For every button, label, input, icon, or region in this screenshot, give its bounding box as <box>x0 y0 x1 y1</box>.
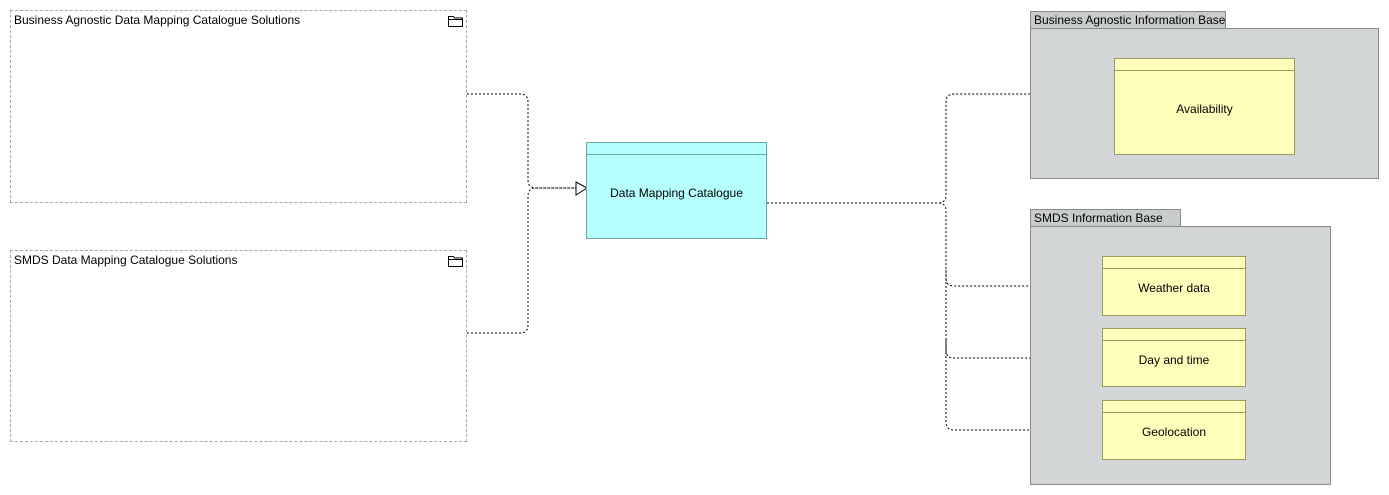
geolocation-header-band <box>1103 401 1245 413</box>
weather-data-node[interactable]: Weather data <box>1102 256 1246 316</box>
day-and-time-node[interactable]: Day and time <box>1102 328 1246 387</box>
arrowhead-catalogue <box>575 181 588 196</box>
folder-icon <box>448 256 463 267</box>
geolocation-label: Geolocation <box>1141 425 1207 439</box>
connector-ba-solutions-to-catalogue <box>467 93 578 189</box>
smds-info-base-label: SMDS Information Base <box>1034 211 1163 225</box>
weather-label: Weather data <box>1138 281 1210 295</box>
connector-catalogue-to-weather <box>767 202 1094 287</box>
smds-solutions-label: SMDS Data Mapping Catalogue Solutions <box>14 253 238 267</box>
catalogue-label: Data Mapping Catalogue <box>610 185 743 200</box>
data-mapping-catalogue-node[interactable]: Data Mapping Catalogue <box>586 142 767 239</box>
folder-icon <box>448 16 463 27</box>
smds-solutions-group[interactable]: SMDS Data Mapping Catalogue Solutions <box>10 250 467 442</box>
connector-catalogue-to-daytime <box>945 270 1094 359</box>
availability-label: Availability <box>1176 101 1233 116</box>
ba-info-base-tab[interactable]: Business Agnostic Information Base <box>1030 11 1226 29</box>
connector-catalogue-to-availability <box>767 93 1106 204</box>
smds-info-base-tab[interactable]: SMDS Information Base <box>1030 209 1181 227</box>
availability-node[interactable]: Availability <box>1114 58 1295 155</box>
geolocation-node[interactable]: Geolocation <box>1102 400 1246 460</box>
ba-solutions-label: Business Agnostic Data Mapping Catalogue… <box>14 13 301 27</box>
ba-info-base-label: Business Agnostic Information Base <box>1034 13 1226 27</box>
daytime-label: Day and time <box>1138 352 1210 367</box>
daytime-header-band <box>1103 329 1245 341</box>
connector-smds-solutions-to-catalogue <box>467 187 578 334</box>
catalogue-header-band <box>587 143 766 155</box>
availability-header-band <box>1115 59 1294 71</box>
connector-catalogue-to-geolocation <box>945 340 1094 431</box>
ba-solutions-group[interactable]: Business Agnostic Data Mapping Catalogue… <box>10 10 467 203</box>
weather-header-band <box>1103 257 1245 269</box>
